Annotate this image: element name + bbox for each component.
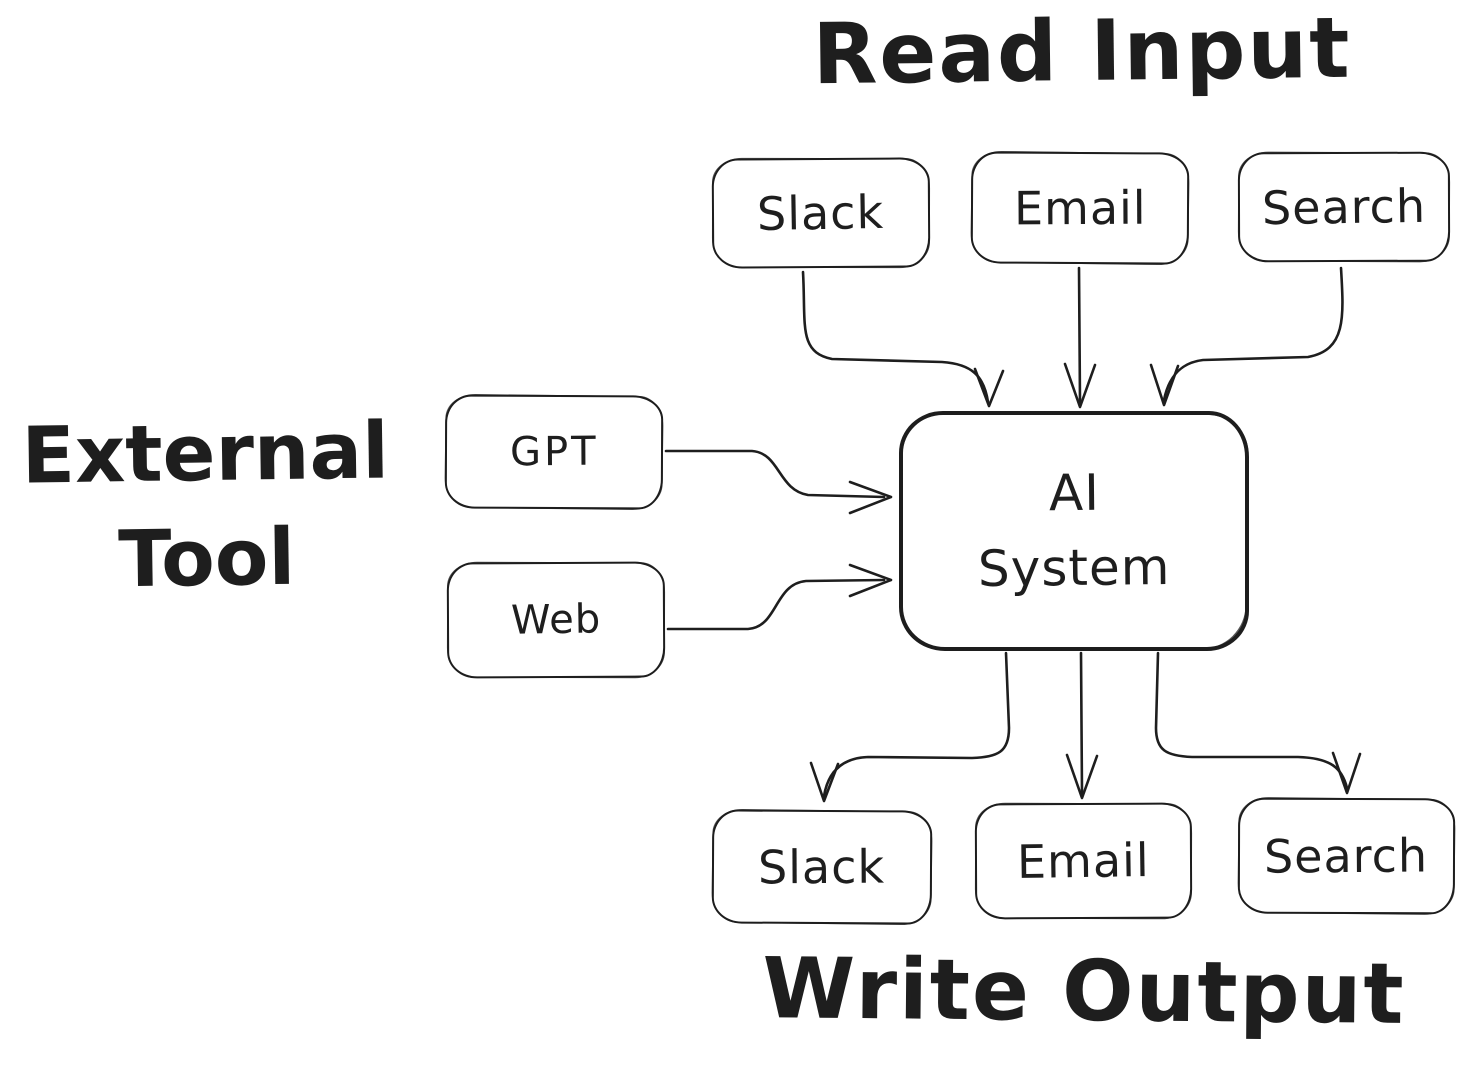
output-node-slack: Slack xyxy=(711,809,933,925)
input-node-search-label: Search xyxy=(1261,178,1427,235)
output-node-slack-label: Slack xyxy=(758,839,886,895)
external-node-web-label: Web xyxy=(510,596,602,644)
input-node-slack-label: Slack xyxy=(756,184,885,241)
external-node-gpt: GPT xyxy=(444,394,664,510)
external-tool-label-line1: External xyxy=(21,406,390,502)
external-tool-label-line2: Tool xyxy=(117,513,296,606)
write-output-title: Write Output xyxy=(761,939,1407,1043)
external-node-web: Web xyxy=(446,561,666,679)
output-node-search: Search xyxy=(1237,797,1456,915)
arrow-ai-to-output-slack xyxy=(809,651,1011,803)
input-node-email: Email xyxy=(970,151,1190,265)
ai-system-label-line2: System xyxy=(977,537,1171,599)
arrow-input-slack-to-ai xyxy=(801,270,1005,408)
read-input-title: Read Input xyxy=(811,0,1353,104)
arrow-ai-to-output-email xyxy=(1065,651,1099,800)
input-node-email-label: Email xyxy=(1013,180,1147,236)
arrow-gpt-to-ai xyxy=(664,449,893,515)
arrow-input-email-to-ai xyxy=(1063,266,1097,409)
output-node-email-label: Email xyxy=(1016,832,1151,889)
external-node-gpt-label: GPT xyxy=(509,428,599,476)
arrow-input-search-to-ai xyxy=(1149,266,1344,407)
arrow-ai-to-output-search xyxy=(1154,651,1362,795)
output-node-email: Email xyxy=(974,802,1193,920)
arrow-web-to-ai xyxy=(666,563,893,631)
input-node-search: Search xyxy=(1237,151,1451,263)
external-tool-label: External Tool xyxy=(0,399,413,615)
ai-system-node: AI System xyxy=(899,411,1249,651)
input-node-slack: Slack xyxy=(711,157,931,269)
ai-system-label-line1: AI xyxy=(1048,463,1100,523)
output-node-search-label: Search xyxy=(1264,828,1429,884)
